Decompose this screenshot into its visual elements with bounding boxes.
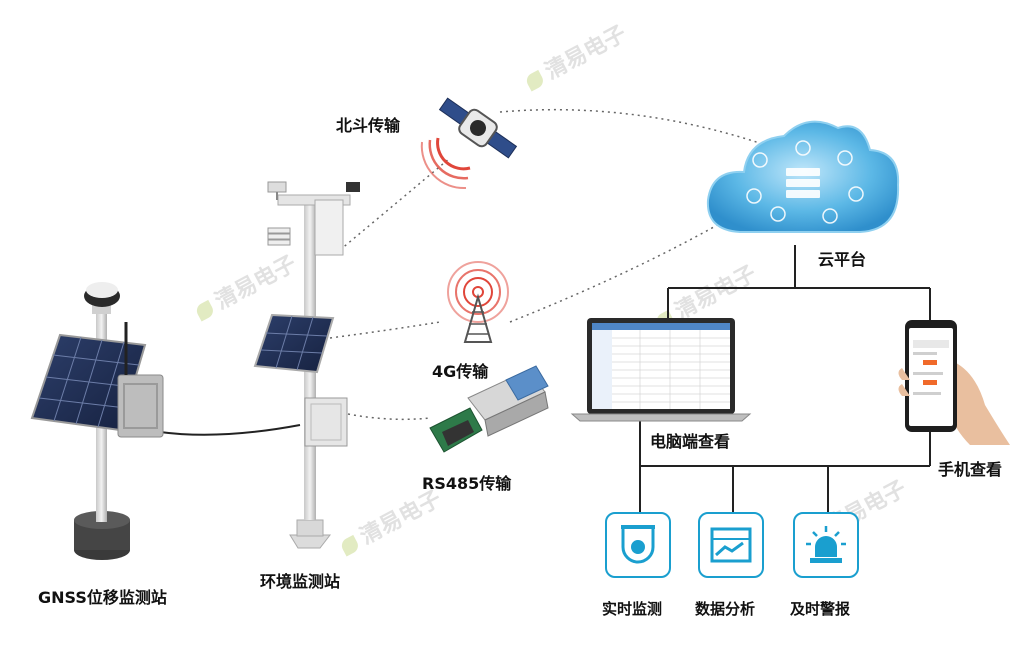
radiation-shield — [267, 227, 291, 246]
label-gnss-station: GNSS位移监测站 — [38, 588, 167, 607]
env-solar-panel — [253, 313, 335, 374]
label-env-station: 环境监测站 — [260, 572, 341, 591]
gnss-control-box — [117, 322, 164, 438]
network-lines — [639, 245, 931, 512]
cloud-platform-icon — [706, 120, 900, 233]
label-feature-realtime: 实时监测 — [602, 600, 663, 618]
label-feature-analysis: 数据分析 — [695, 600, 756, 618]
label-rs485: RS485传输 — [422, 474, 512, 493]
label-pc: 电脑端查看 — [650, 432, 731, 451]
label-beidou: 北斗传输 — [336, 116, 401, 135]
feature-data-analysis — [698, 512, 764, 578]
cell-tower-icon — [447, 261, 509, 343]
beidou-link-cloud — [499, 108, 781, 151]
label-feature-alarm: 及时警报 — [790, 600, 851, 618]
rs485-converter-icon — [429, 365, 549, 453]
g4-link-station — [329, 321, 441, 339]
label-4g: 4G传输 — [432, 362, 489, 381]
phone-icon — [898, 320, 1010, 445]
laptop-icon — [570, 318, 752, 422]
camera-icon — [621, 525, 655, 564]
gnss-cable — [159, 424, 301, 436]
feature-realtime-monitor — [605, 512, 671, 578]
beidou-link-station — [339, 157, 451, 251]
rs485-link-station — [347, 413, 431, 421]
feature-timely-alarm — [793, 512, 859, 578]
g4-link-cloud — [509, 214, 736, 323]
environment-station — [253, 181, 360, 549]
label-cloud: 云平台 — [818, 250, 867, 269]
env-control-box — [304, 397, 348, 447]
chart-icon — [710, 527, 752, 563]
satellite-icon — [420, 97, 518, 190]
alarm-icon — [806, 526, 846, 563]
label-phone: 手机查看 — [938, 460, 1003, 479]
gnss-station — [30, 282, 164, 560]
transmission-links — [329, 108, 781, 421]
